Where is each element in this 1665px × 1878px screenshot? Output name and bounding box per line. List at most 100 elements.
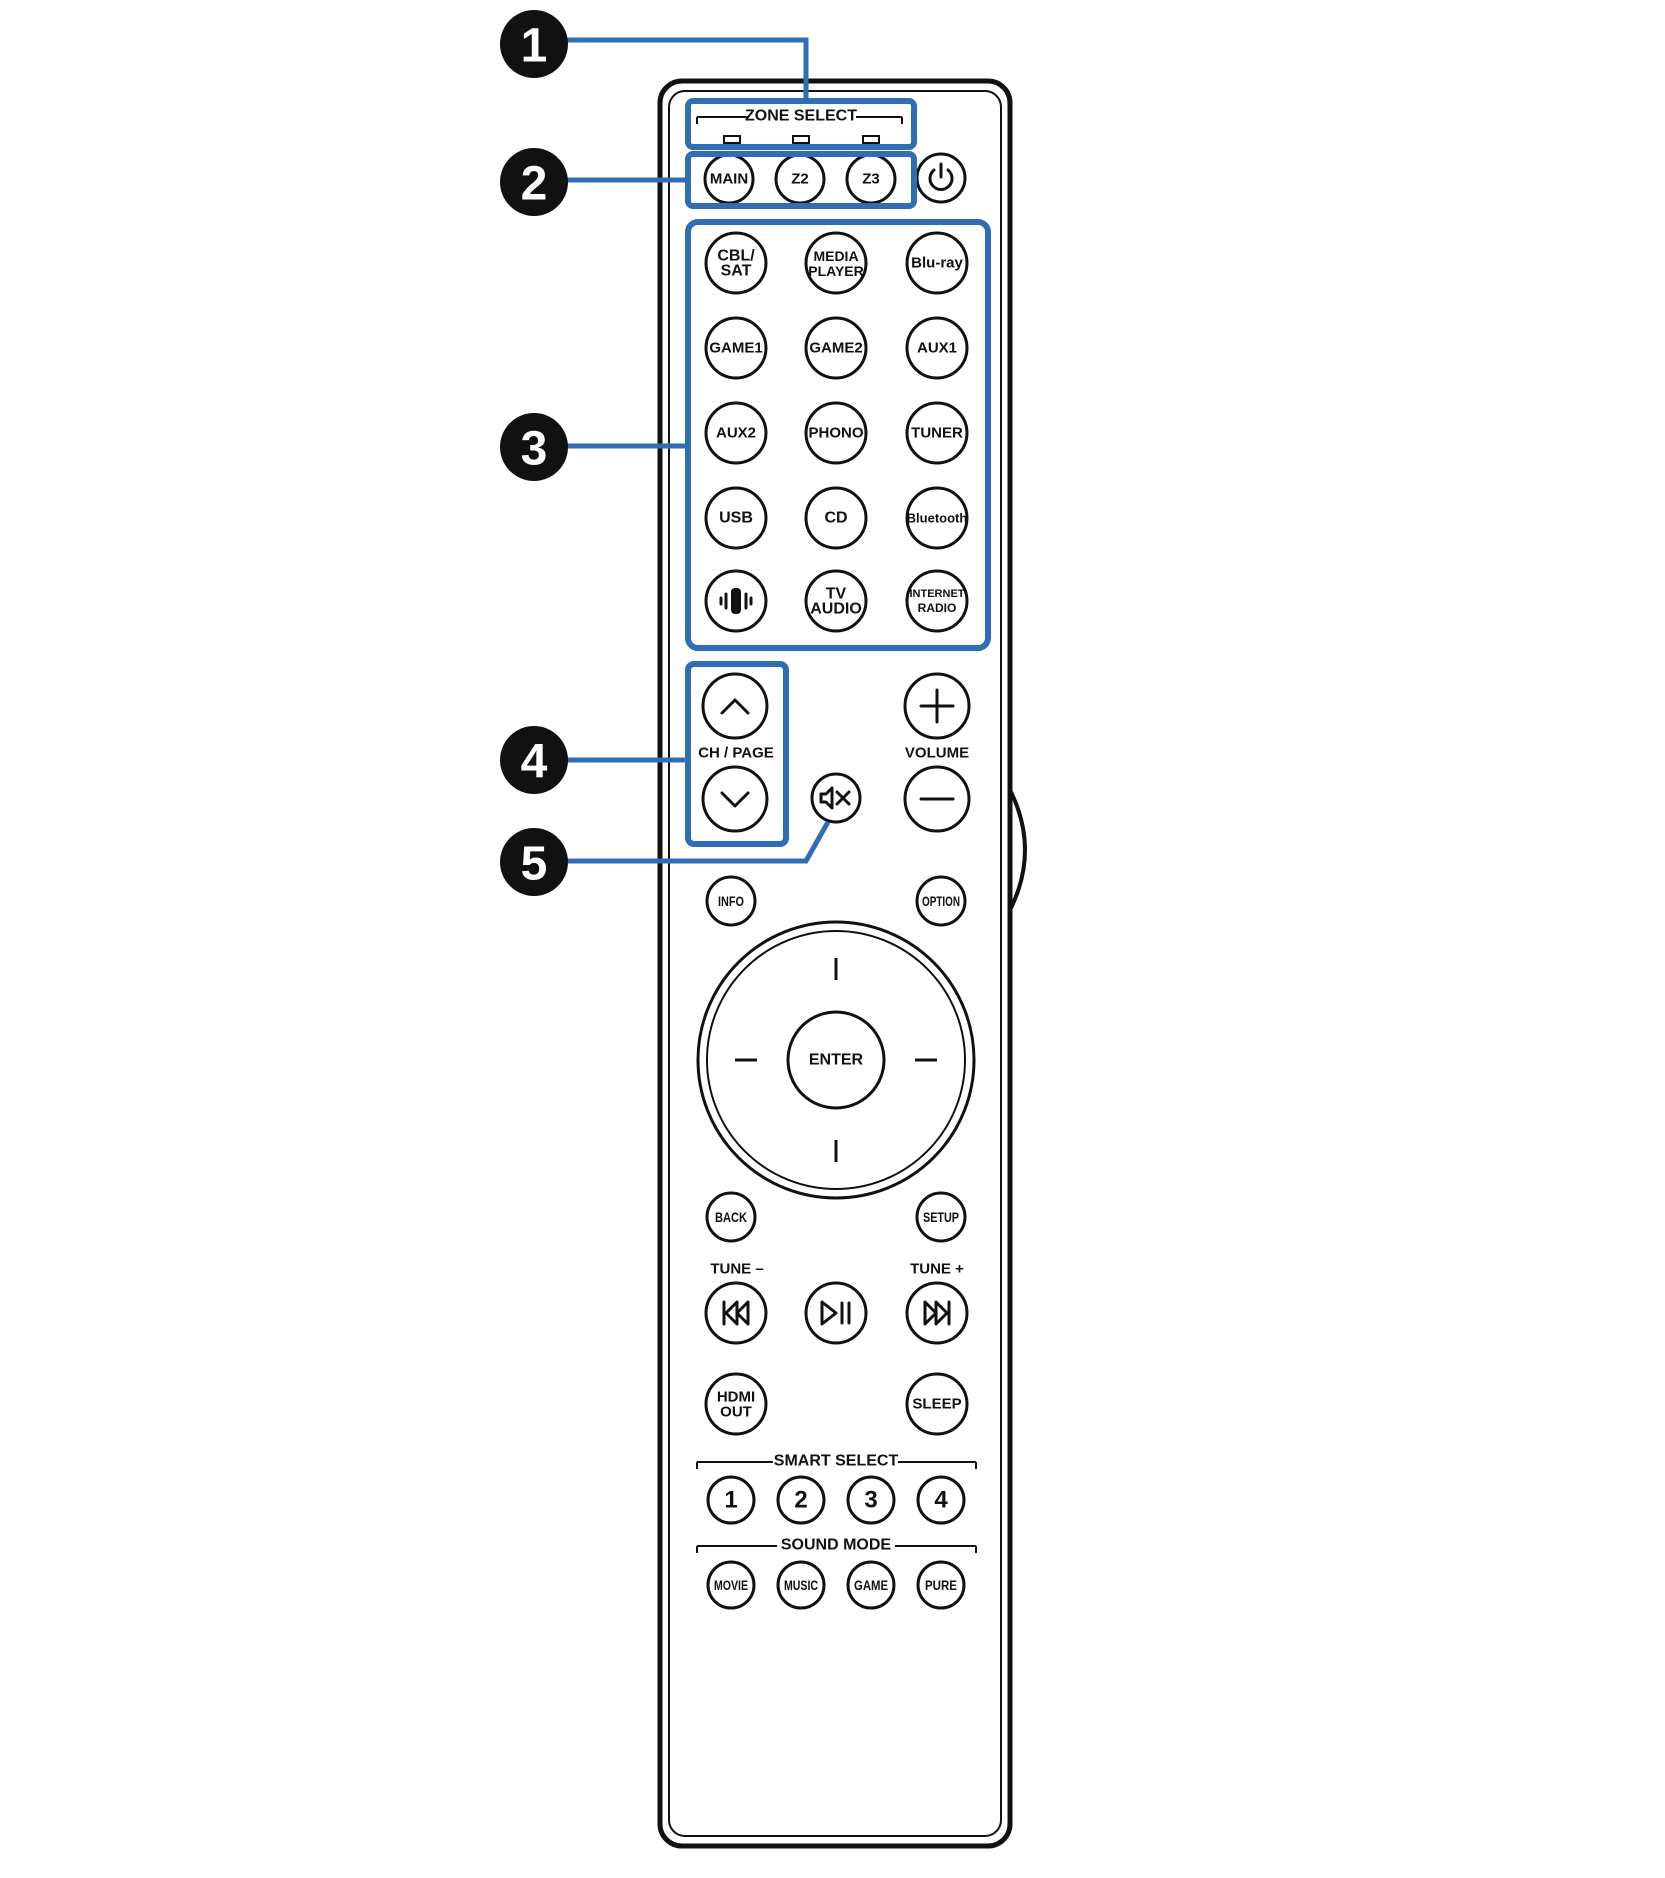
sound-mode-pure-button[interactable]: PURE [916,1560,966,1610]
heos-button[interactable] [704,569,768,633]
ch-page-label: CH / PAGE [698,745,774,762]
chevron-up-icon [720,698,750,715]
info-button[interactable]: INFO [705,875,757,927]
internet-radio-label-2: RADIO [918,601,957,615]
mute-icon [819,786,851,810]
hdmi-out-button[interactable]: HDMI OUT [704,1372,768,1436]
game1-label: GAME1 [709,340,762,357]
media-player-button[interactable]: MEDIA PLAYER [804,231,868,295]
smart-select-1-button[interactable]: 1 [706,1475,756,1525]
callout-annotations: 1 2 3 4 5 [500,10,991,896]
zone-indicator-main [723,135,741,144]
zone-z3-label: Z3 [862,171,880,188]
tune-minus-label: TUNE – [710,1261,763,1278]
zone-main-label: MAIN [710,171,748,188]
heos-icon [719,588,753,614]
callout-number-1: 1 [521,20,548,73]
callout-box-1 [685,98,917,150]
play-pause-icon [820,1300,851,1326]
aux1-button[interactable]: AUX1 [905,316,969,380]
hdmi-out-label-2: OUT [720,1404,752,1421]
zone-z3-button[interactable]: Z3 [845,153,897,205]
power-icon [928,162,954,191]
input-source-grid: CBL/ SAT MEDIA PLAYER Blu-ray GAME1 GAME… [704,231,969,633]
zone-select-section: ZONE SELECT [696,108,903,144]
info-label: INFO [718,893,744,909]
callout-number-4: 4 [521,736,548,789]
enter-button[interactable]: ENTER [786,1010,886,1110]
usb-button[interactable]: USB [704,486,768,550]
callout-badge-5: 5 [500,828,568,896]
internet-radio-button[interactable]: INTERNET RADIO [905,569,969,633]
aux2-button[interactable]: AUX2 [704,401,768,465]
callout-line-1 [563,37,809,101]
callout-badge-1: 1 [500,10,568,78]
sound-mode-label: SOUND MODE [781,1537,892,1554]
zone-z2-button[interactable]: Z2 [774,153,826,205]
game1-button[interactable]: GAME1 [704,316,768,380]
game2-button[interactable]: GAME2 [804,316,868,380]
skip-forward-button[interactable] [905,1281,969,1345]
plus-icon [919,688,955,724]
phono-button[interactable]: PHONO [804,401,868,465]
setup-button[interactable]: SETUP [915,1191,967,1243]
cd-button[interactable]: CD [804,486,868,550]
bluetooth-button[interactable]: Bluetooth [905,486,969,550]
callout-number-3: 3 [521,423,548,476]
channel-down-button[interactable] [701,765,769,833]
bluray-label: Blu-ray [911,255,963,272]
volume-label: VOLUME [905,745,969,762]
tv-audio-button[interactable]: TV AUDIO [804,569,868,633]
enter-label: ENTER [809,1052,864,1069]
volume-down-button[interactable] [903,765,971,833]
internet-radio-label-1: INTERNET [910,588,965,600]
cbl-sat-label-2: SAT [721,263,752,280]
tv-audio-label-1: TV [826,586,847,603]
skip-back-icon [722,1300,750,1326]
back-label: BACK [715,1209,747,1225]
chevron-down-icon [720,791,750,808]
cd-label: CD [824,510,847,527]
usb-label: USB [719,510,753,527]
back-button[interactable]: BACK [705,1191,757,1243]
tuner-button[interactable]: TUNER [905,401,969,465]
sound-mode-game-button[interactable]: GAME [846,1560,896,1610]
tv-audio-label-2: AUDIO [810,601,862,618]
cbl-sat-button[interactable]: CBL/ SAT [704,231,768,295]
smart-select-2-label: 2 [794,1487,807,1514]
bluray-button[interactable]: Blu-ray [905,231,969,295]
option-button[interactable]: OPTION [915,875,967,927]
skip-back-button[interactable] [704,1281,768,1345]
callout-number-5: 5 [521,838,548,891]
smart-select-2-button[interactable]: 2 [776,1475,826,1525]
aux2-label: AUX2 [716,425,756,442]
smart-select-4-label: 4 [934,1487,948,1514]
callout-badge-4: 4 [500,726,568,794]
pure-label: PURE [925,1577,957,1593]
power-button[interactable] [915,152,967,204]
game2-label: GAME2 [809,340,862,357]
game-label: GAME [854,1577,888,1593]
smart-select-label: SMART SELECT [774,1453,899,1470]
phono-label: PHONO [808,425,863,442]
smart-select-4-button[interactable]: 4 [916,1475,966,1525]
media-player-label-1: MEDIA [813,248,858,264]
play-pause-button[interactable] [804,1281,868,1345]
mute-button[interactable] [810,772,862,824]
sound-mode-movie-button[interactable]: MOVIE [706,1560,756,1610]
sound-mode-music-button[interactable]: MUSIC [776,1560,826,1610]
channel-up-button[interactable] [701,672,769,740]
sleep-button[interactable]: SLEEP [905,1372,969,1436]
cbl-sat-label-1: CBL/ [717,248,755,265]
callout-box-3 [685,219,991,651]
smart-select-1-label: 1 [724,1487,737,1514]
volume-up-button[interactable] [903,672,971,740]
tuner-label: TUNER [911,425,963,442]
zone-main-button[interactable]: MAIN [703,153,755,205]
media-player-label-2: PLAYER [808,263,864,279]
smart-select-3-button[interactable]: 3 [846,1475,896,1525]
aux1-label: AUX1 [917,340,957,357]
callout-badge-2: 2 [500,148,568,216]
tune-plus-label: TUNE + [910,1261,964,1278]
